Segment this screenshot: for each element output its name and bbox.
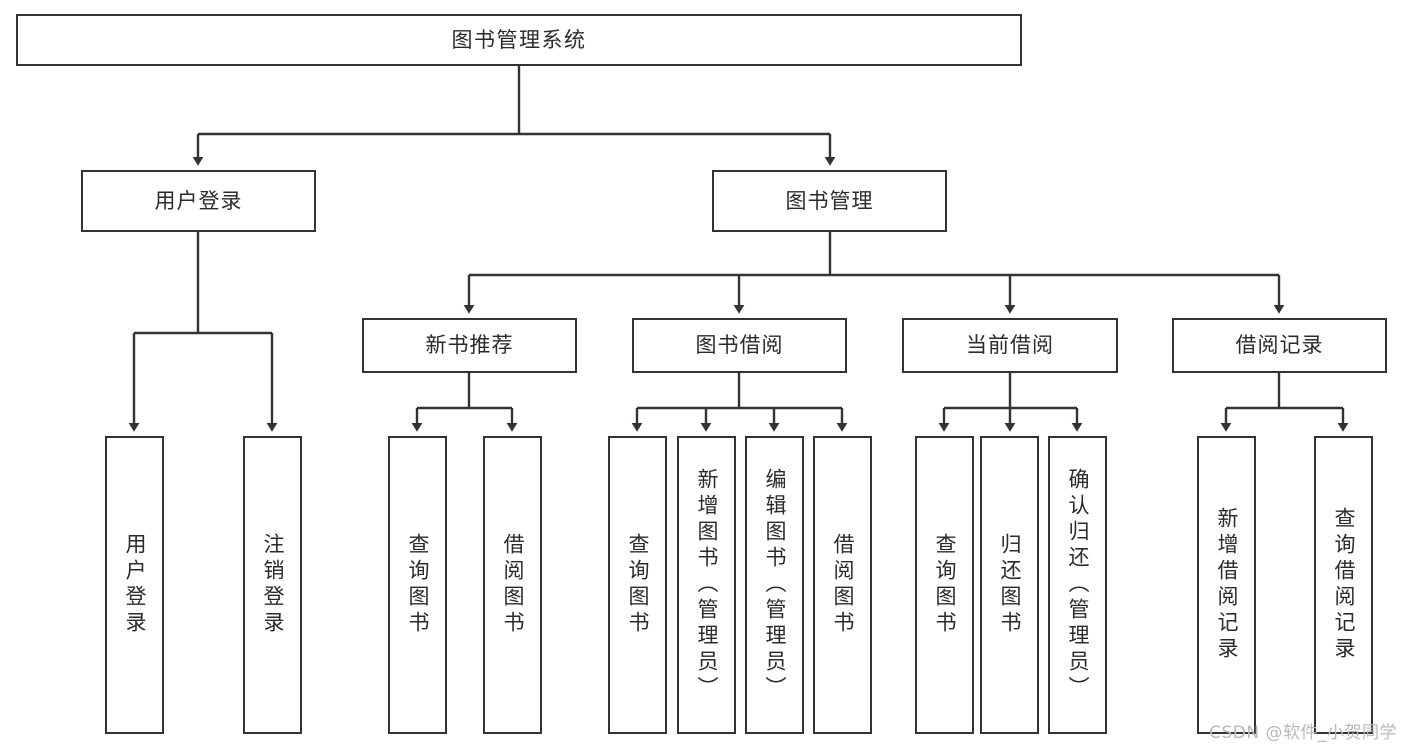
node-label: 注销登录 — [261, 533, 285, 637]
node-label: 确认归还（管理员） — [1066, 468, 1090, 702]
node-label: 借阅图书 — [831, 533, 855, 637]
node-book-borrow[interactable]: 图书借阅 — [632, 318, 847, 373]
leaf-return-book[interactable]: 归还图书 — [980, 436, 1039, 734]
node-label: 图书管理 — [785, 188, 874, 213]
node-label: 图书管理系统 — [451, 27, 587, 52]
leaf-query-borrow-record[interactable]: 查询借阅记录 — [1314, 436, 1373, 734]
leaf-add-book-admin[interactable]: 新增图书（管理员） — [677, 436, 736, 734]
leaf-confirm-return-admin[interactable]: 确认归还（管理员） — [1048, 436, 1107, 734]
leaf-query-book[interactable]: 查询图书 — [608, 436, 667, 734]
node-label: 查询借阅记录 — [1332, 507, 1356, 663]
node-label: 借阅记录 — [1235, 333, 1324, 358]
node-label: 归还图书 — [998, 533, 1022, 637]
leaf-logout[interactable]: 注销登录 — [243, 436, 302, 734]
node-label: 用户登录 — [154, 188, 243, 213]
node-user-login[interactable]: 用户登录 — [81, 170, 316, 232]
leaf-borrow-book[interactable]: 借阅图书 — [813, 436, 872, 734]
node-label: 新增借阅记录 — [1215, 507, 1239, 663]
leaf-user-login[interactable]: 用户登录 — [105, 436, 164, 734]
leaf-query-book-recommend[interactable]: 查询图书 — [388, 436, 447, 734]
node-label: 编辑图书（管理员） — [763, 468, 787, 702]
node-label: 查询图书 — [406, 533, 430, 637]
node-new-book-recommend[interactable]: 新书推荐 — [362, 318, 577, 373]
leaf-borrow-book-recommend[interactable]: 借阅图书 — [483, 436, 542, 734]
leaf-add-borrow-record[interactable]: 新增借阅记录 — [1197, 436, 1256, 734]
node-current-borrow[interactable]: 当前借阅 — [902, 318, 1118, 373]
node-label: 查询图书 — [933, 533, 957, 637]
node-borrow-record[interactable]: 借阅记录 — [1172, 318, 1387, 373]
node-book-management[interactable]: 图书管理 — [712, 170, 947, 232]
watermark: CSDN @软件_小贺同学 — [1209, 723, 1397, 743]
node-book-management-system[interactable]: 图书管理系统 — [16, 14, 1022, 66]
node-label: 当前借阅 — [966, 333, 1054, 358]
node-label: 借阅图书 — [501, 533, 525, 637]
leaf-query-book-current[interactable]: 查询图书 — [915, 436, 974, 734]
node-label: 新增图书（管理员） — [695, 468, 719, 702]
node-label: 新书推荐 — [425, 333, 514, 358]
node-label: 查询图书 — [626, 533, 650, 637]
node-label: 用户登录 — [123, 533, 147, 637]
leaf-edit-book-admin[interactable]: 编辑图书（管理员） — [745, 436, 804, 734]
node-label: 图书借阅 — [695, 333, 784, 358]
